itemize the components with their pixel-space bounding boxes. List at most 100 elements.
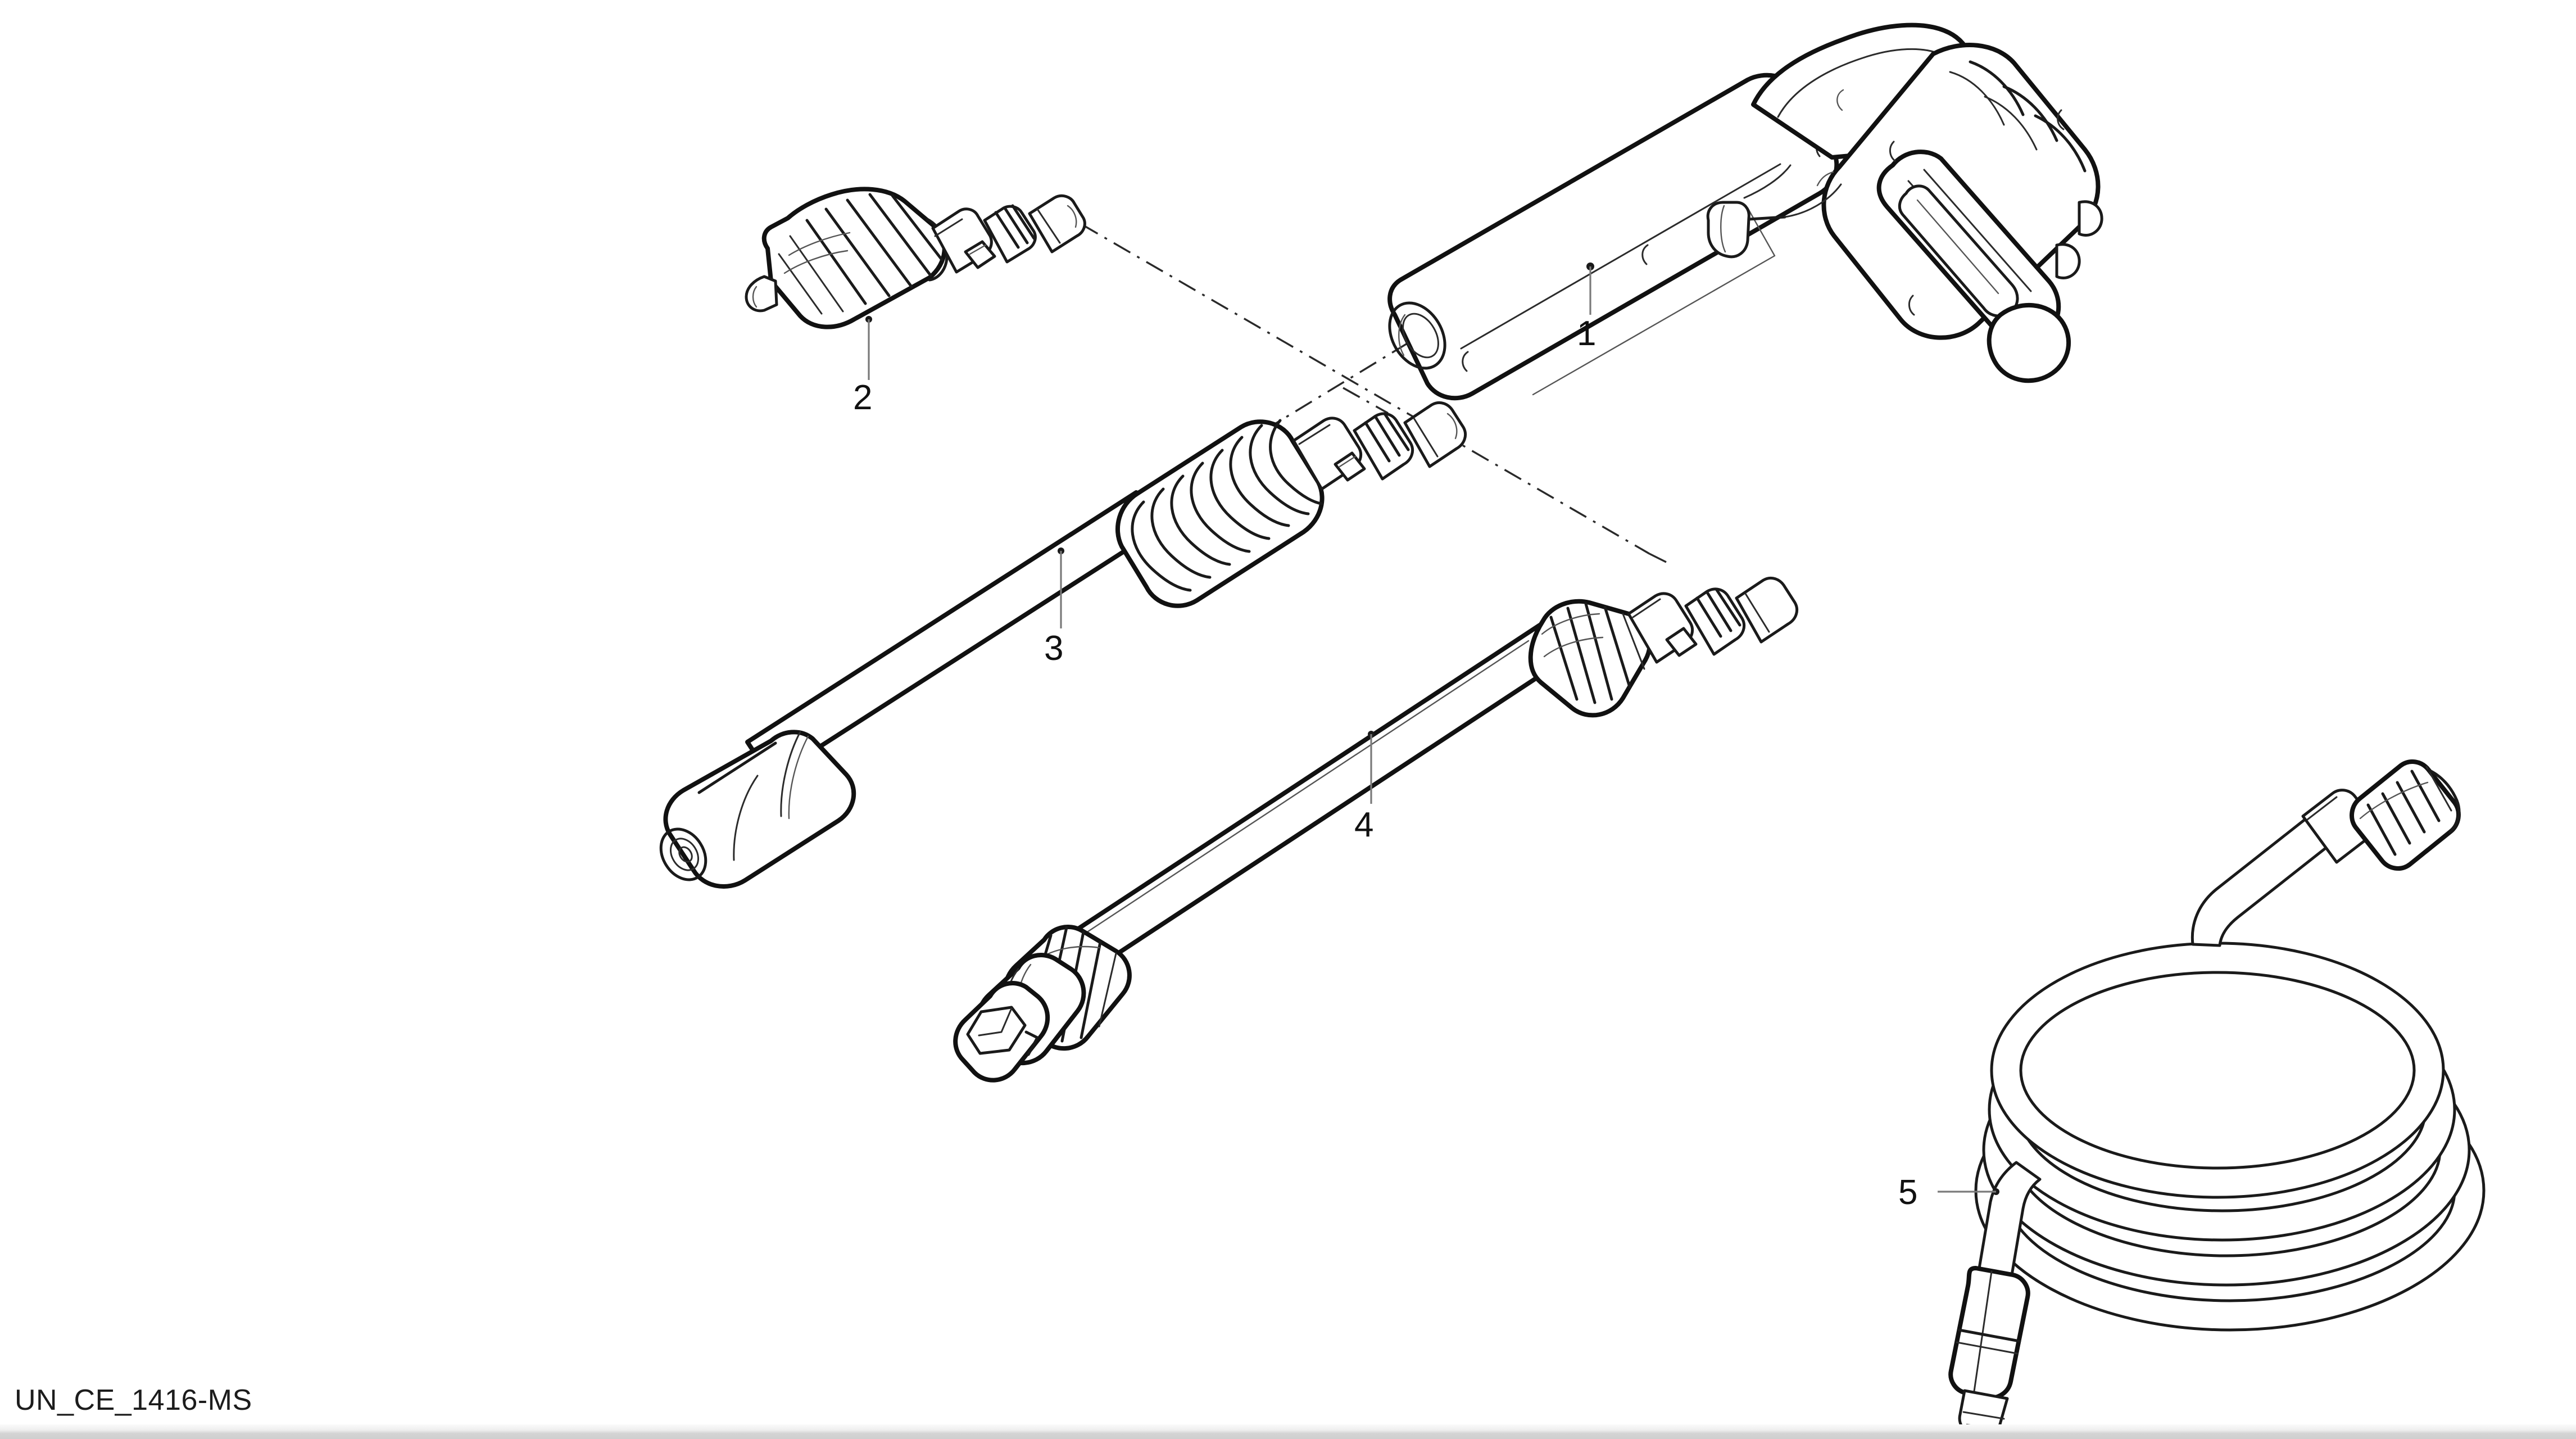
handle-mold-mark-1: [2057, 109, 2065, 130]
hose-plug-ring-1: [1957, 1328, 2021, 1343]
lance-nozzle-cone: [663, 730, 856, 889]
nozzle-rib-5: [891, 194, 944, 261]
callout-4-label: 4: [1354, 806, 1373, 844]
spring-coil-5: [1209, 449, 1271, 540]
grip-ridge-3: [2034, 114, 2087, 173]
barrel-muzzle-outer: [1388, 301, 1446, 370]
extension-plug-stud: [1735, 577, 1798, 644]
lance-plug-end: [1446, 413, 1458, 440]
connector-lug-edge: [969, 244, 987, 255]
gun-top-mold-mark: [1836, 89, 1844, 111]
lance-nozzle-taper-seam: [733, 775, 759, 861]
nozzle-rib-3: [846, 198, 913, 288]
nozzle-rib-2: [824, 207, 891, 297]
nozzle-cone-highlight-2: [783, 250, 849, 274]
lance-plug-edge: [1413, 417, 1439, 458]
barrel-mold-mark-1: [1462, 351, 1469, 372]
ext-collar-rib-4: [1603, 605, 1631, 689]
handle-mold-mark-2: [1908, 295, 1915, 316]
ext-small-rib-1: [1695, 596, 1722, 638]
ext-small-rib-3: [1715, 587, 1741, 627]
centerline-crossing-tick: [1343, 387, 1389, 414]
grip-ridge-highlight-2: [1984, 96, 2038, 151]
ext-collar-rib-5: [1622, 613, 1645, 670]
lance-neck-edge: [1298, 424, 1331, 445]
lance-plug-stud: [1403, 401, 1467, 468]
plug-stud-end: [1067, 205, 1077, 228]
socket-knurl-4: [1080, 940, 1102, 1039]
lance-collar-rib-1: [1364, 421, 1391, 463]
barrel-muzzle-shadow: [1398, 314, 1406, 356]
ext-plug-edge: [1744, 592, 1770, 633]
safety-latch-arm: [1747, 215, 1786, 221]
spring-coil-6: [1229, 436, 1290, 527]
ext-collar-rib-1: [1549, 616, 1579, 701]
hose-tail-upper: [2190, 817, 2329, 947]
lance-nozzle-orifice-mid: [669, 838, 700, 871]
hose-nut-connector: [2301, 759, 2461, 871]
hose-nut-knurl-5: [2425, 766, 2452, 812]
barrel-seam-upper: [1460, 163, 1781, 350]
spring-coil-1: [1131, 500, 1192, 592]
ext-collar-top-curve: [1541, 613, 1600, 635]
gun-barrel: [1387, 73, 1839, 401]
gun-handle-heel: [1987, 302, 2071, 383]
part-extension-lance: 4: [953, 577, 1798, 1083]
grip-ridge-highlight-1: [1949, 71, 2005, 126]
nozzle-tip-shade: [752, 286, 758, 308]
ext-collar-top-curve-2: [1543, 636, 1604, 658]
spring-coil-3: [1170, 474, 1231, 566]
collar-rib-2: [1003, 206, 1029, 245]
part-high-pressure-hose: 5: [1898, 759, 2486, 1438]
lance-nozzle-collar-curve: [780, 731, 801, 817]
nozzle-cone-highlight: [788, 232, 851, 256]
collar-rib-1: [994, 211, 1020, 249]
barrel-muzzle-bore: [1402, 313, 1439, 359]
nozzle-rib-7: [778, 253, 823, 315]
barrel-seam-lower: [1532, 207, 1776, 396]
hose-coil: [1974, 942, 2486, 1332]
callout-1-label: 1: [1577, 314, 1596, 353]
hose-nut-knurl-2: [2381, 792, 2411, 845]
ext-neck-edge: [1632, 598, 1661, 618]
centerline-corner-a: [1649, 553, 1667, 563]
centerline-nozzle-to-lance: [1048, 204, 1650, 555]
grip-ridge-2: [2002, 85, 2058, 142]
extension-tube: [1035, 623, 1564, 994]
ext-collar-rib-3: [1584, 602, 1613, 701]
lance-collar-rib-3: [1383, 412, 1410, 451]
extension-tube-highlight: [1045, 640, 1530, 960]
callout-5-label: 5: [1898, 1173, 1917, 1212]
ext-collar-rib-2: [1566, 607, 1597, 704]
gun-underside-curve: [1784, 183, 1842, 218]
hose-loop-4-inner: [2019, 971, 2416, 1170]
trigger-guard-inner-edge-2: [1923, 169, 2032, 292]
nozzle-rib-6: [789, 235, 844, 313]
part-dirt-blaster-nozzle: 2: [745, 187, 1086, 417]
collar-rib-3: [1011, 204, 1036, 240]
callout-3-label: 3: [1044, 629, 1063, 668]
gun-safety-latch: [1706, 201, 1750, 259]
lance-nozzle-orifice-outer: [659, 827, 708, 881]
extension-socket-coupling: [953, 925, 1132, 1083]
hose-ferrule-edge: [2306, 796, 2338, 821]
hose-nut-knurl-3: [2396, 781, 2426, 834]
hose-nut-knurl-1: [2366, 803, 2397, 856]
diagram-caption: UN_CE_1416-MS: [15, 1384, 252, 1417]
spring-coil-2: [1150, 487, 1212, 579]
lance-nozzle-collar-front: [697, 741, 777, 794]
nozzle-rib-1: [805, 219, 867, 305]
barrel-mold-mark-2: [1641, 244, 1649, 265]
handle-bumper-2: [2055, 243, 2081, 279]
socket-bayonet-notch: [1024, 1030, 1039, 1056]
trigger-highlight: [1916, 199, 1999, 295]
lance-lug-edge: [1339, 455, 1357, 468]
horizontal-scrollbar[interactable]: [0, 1424, 2576, 1439]
nozzle-connector-lug: [964, 240, 996, 269]
spring-envelope: [1115, 419, 1325, 608]
handle-bumper-1: [2078, 200, 2103, 237]
spring-coil-4: [1190, 461, 1251, 553]
safety-latch-shade: [1720, 205, 1726, 253]
joint-mold-mark: [1816, 171, 1834, 187]
